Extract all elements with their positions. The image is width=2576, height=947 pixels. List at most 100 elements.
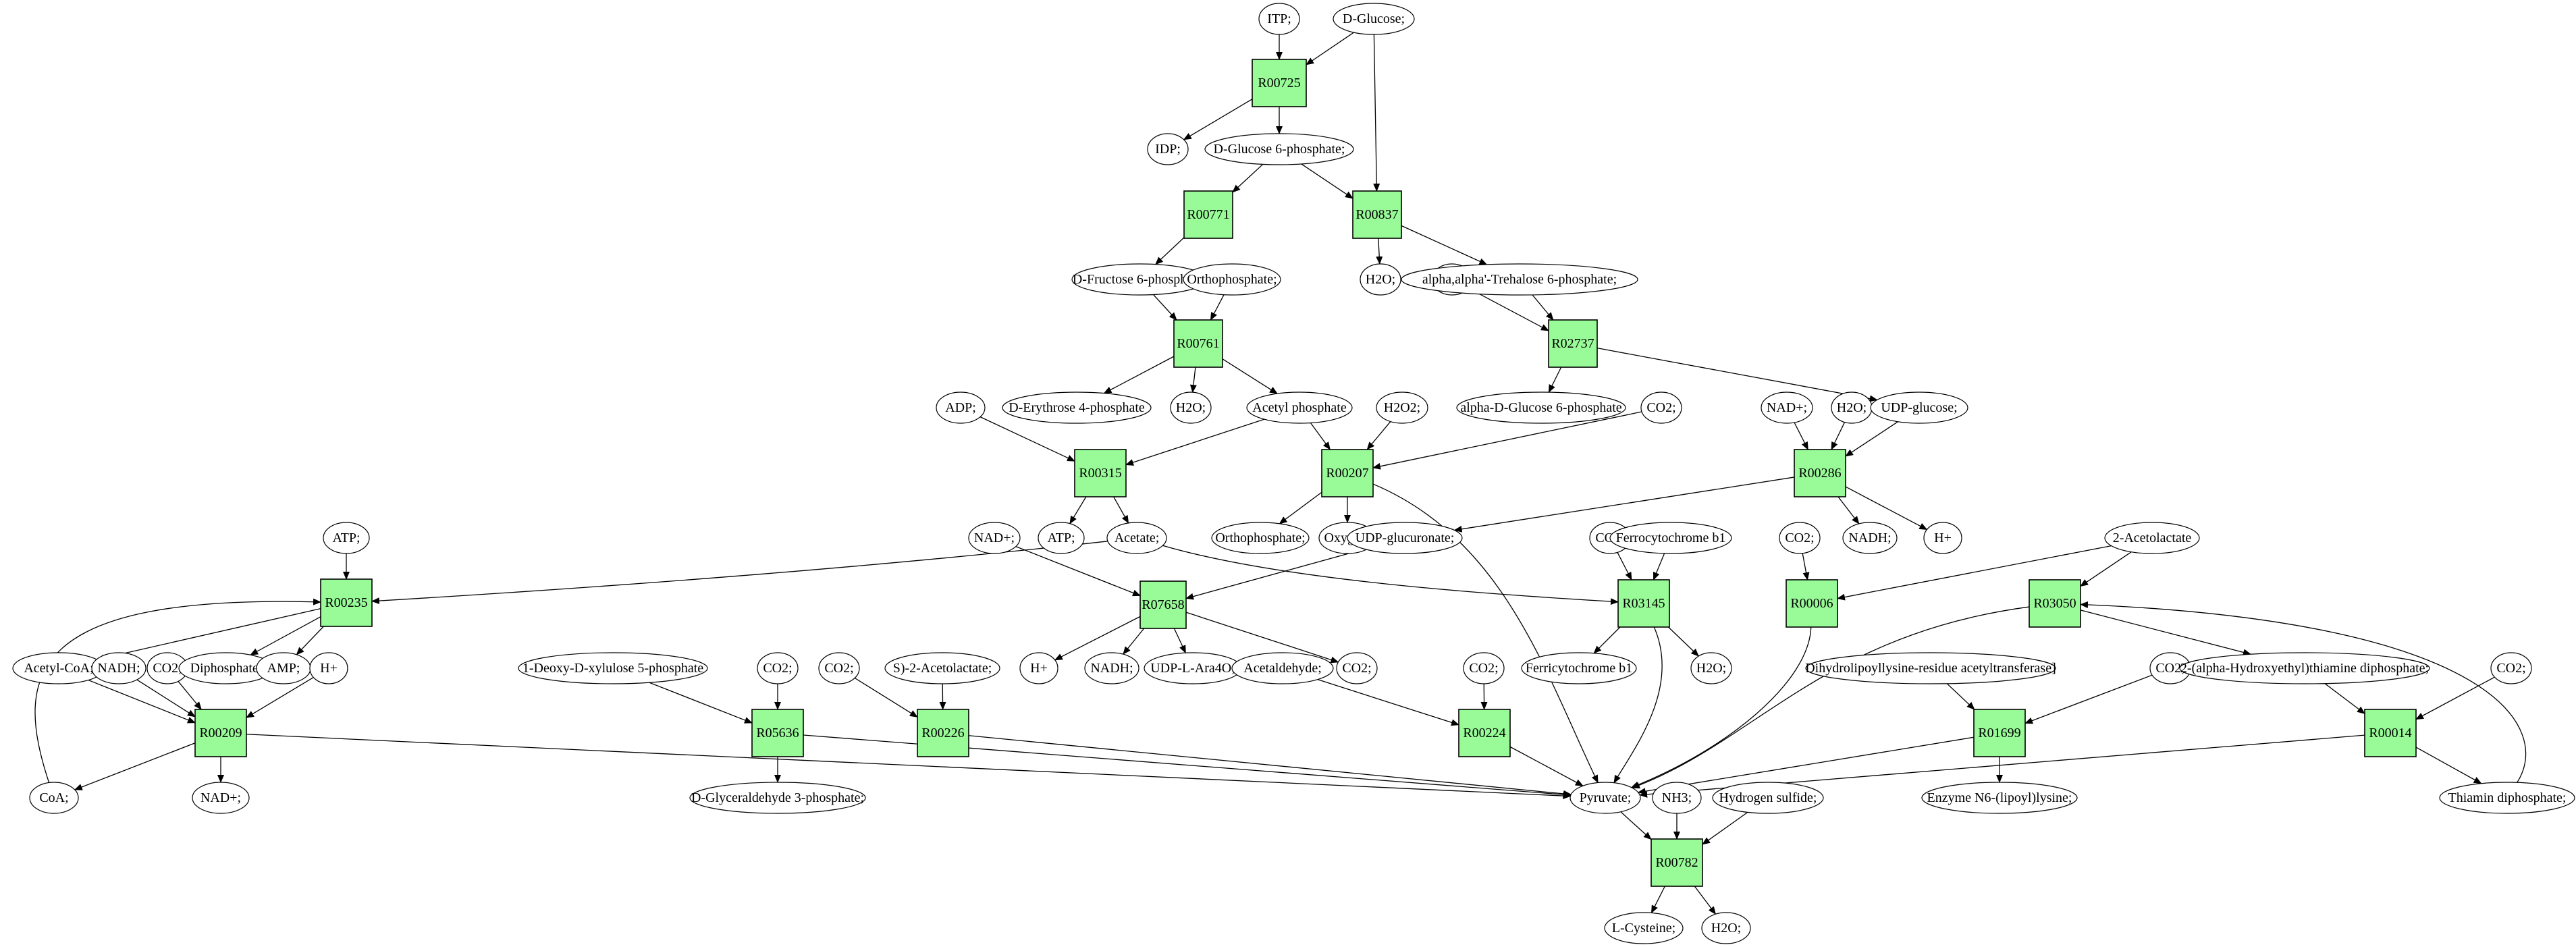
reaction-node-r00224[interactable]: R00224 [1458, 709, 1511, 757]
edge-r03145-to-c_pyruvate [1613, 626, 1663, 784]
node-label: Diphosphate; [190, 661, 263, 676]
compound-node-c_atp_1[interactable]: ATP; [323, 522, 370, 554]
reaction-node-r00286[interactable]: R00286 [1794, 449, 1846, 497]
compound-node-c_idp[interactable]: IDP; [1147, 133, 1189, 165]
compound-node-c_hplus_2[interactable]: H+ [309, 652, 348, 684]
compound-node-c_nadh_1[interactable]: NADH; [1842, 522, 1898, 554]
node-label: CO2; [1785, 531, 1814, 545]
compound-node-c_co2_6[interactable]: CO2; [818, 652, 860, 684]
node-label: NADH; [97, 661, 140, 676]
compound-node-c_pyruvate[interactable]: Pyruvate; [1569, 782, 1641, 814]
compound-node-c_2acetolactate[interactable]: 2-Acetolactate [2104, 522, 2200, 554]
compound-node-c_g6p[interactable]: D-Glucose 6-phosphate; [1204, 133, 1354, 165]
reaction-node-r00014[interactable]: R00014 [2364, 709, 2417, 757]
reaction-node-r00226[interactable]: R00226 [917, 709, 969, 757]
compound-node-c_orthophosphate2[interactable]: Orthophosphate; [1211, 522, 1310, 554]
compound-node-c_h2o2[interactable]: H2O2; [1376, 391, 1428, 424]
compound-node-c_co2_7[interactable]: CO2; [1336, 652, 1378, 684]
reaction-node-r00837[interactable]: R00837 [1352, 190, 1402, 239]
compound-node-c_dihydrolipoyl[interactable]: Dihydrolipoyllysine-residue acetyltransf… [1805, 652, 2056, 684]
compound-ellipse [91, 652, 146, 684]
reaction-node-r01699[interactable]: R01699 [1973, 709, 2026, 757]
reaction-node-r00209[interactable]: R00209 [194, 709, 247, 757]
compound-node-c_h2s[interactable]: Hydrogen sulfide; [1712, 782, 1824, 814]
edge-c_udpglucose-to-r00286 [1845, 421, 1898, 457]
reaction-node-r03050[interactable]: R03050 [2029, 579, 2081, 628]
compound-ellipse [1609, 522, 1732, 554]
reaction-node-r00771[interactable]: R00771 [1183, 190, 1233, 239]
compound-node-c_nadp_2[interactable]: NAD+; [968, 522, 1021, 554]
compound-node-c_amp[interactable]: AMP; [256, 652, 311, 684]
compound-node-c_co2_1[interactable]: CO2; [1640, 391, 1682, 424]
compound-node-c_acetate[interactable]: Acetate; [1106, 522, 1167, 554]
compound-node-c_thiamindp[interactable]: Thiamin diphosphate; [2439, 782, 2575, 814]
compound-node-c_coa[interactable]: CoA; [29, 782, 79, 814]
reaction-node-r00235[interactable]: R00235 [320, 578, 373, 627]
compound-node-c_enzn6lipoyl[interactable]: Enzyme N6-(lipoyl)lysine; [1921, 782, 2078, 814]
compound-ellipse [1246, 391, 1353, 424]
reaction-node-r00761[interactable]: R00761 [1173, 319, 1223, 368]
compound-node-c_co2_4[interactable]: CO2; [146, 652, 188, 684]
reaction-node-r00725[interactable]: R00725 [1252, 59, 1307, 107]
compound-node-c_h2o_1[interactable]: H2O; [1360, 263, 1401, 296]
edge-c_g6p-to-r00837 [1301, 163, 1353, 199]
compound-node-c_h2o_3[interactable]: H2O; [1831, 391, 1873, 424]
compound-ellipse [1333, 3, 1415, 35]
compound-node-c_hplus_3[interactable]: H+ [1019, 652, 1058, 684]
compound-node-c_acetaldehyde[interactable]: Acetaldehyde; [1231, 652, 1334, 684]
compound-node-c_udplara4o[interactable]: UDP-L-Ara4O; [1144, 652, 1242, 684]
compound-node-c_udpglucuronate[interactable]: UDP-glucuronate; [1347, 522, 1463, 554]
compound-node-c_nadp_1[interactable]: NAD+; [1761, 391, 1813, 424]
compound-node-c_trehalose6p[interactable]: alpha,alpha'-Trehalose 6-phosphate; [1401, 263, 1638, 296]
compound-node-c_nadp_3[interactable]: NAD+; [192, 782, 250, 814]
compound-node-c_acetylcoa[interactable]: Acetyl-CoA; [12, 652, 105, 684]
edge-r03050-to-c_pyruvate [1631, 606, 2030, 789]
node-label: D-Glucose 6-phosphate; [1214, 142, 1345, 157]
reaction-node-r02737[interactable]: R02737 [1548, 319, 1598, 368]
compound-node-c_adg6p[interactable]: alpha-D-Glucose 6-phosphate [1456, 391, 1626, 424]
edge-c_2acetolactate-to-r00006 [1837, 545, 2112, 601]
compound-node-c_hplus_1[interactable]: H+ [1923, 522, 1962, 554]
compound-node-c_nadh_3[interactable]: NADH; [1084, 652, 1139, 684]
reaction-node-r00006[interactable]: R00006 [1786, 579, 1838, 628]
compound-node-c_erythrose4p[interactable]: D-Erythrose 4-phosphate [1002, 391, 1152, 424]
reaction-node-r00315[interactable]: R00315 [1074, 449, 1127, 497]
edge-r00782-to-c_h2o_5 [1694, 886, 1717, 915]
reaction-node-r00207[interactable]: R00207 [1321, 449, 1374, 497]
compound-node-c_diphosphate[interactable]: Diphosphate; [178, 652, 274, 684]
compound-node-c_h2o_4[interactable]: H2O; [1690, 652, 1732, 684]
compound-node-c_gap[interactable]: D-Glyceraldehyde 3-phosphate; [689, 782, 866, 814]
reaction-node-r07658[interactable]: R07658 [1139, 580, 1187, 629]
compound-node-c_co2_9[interactable]: CO2; [2149, 652, 2191, 684]
compound-node-c_udpglucose[interactable]: UDP-glucose; [1870, 391, 1968, 424]
compound-node-c_nadh_2[interactable]: NADH; [91, 652, 146, 684]
compound-node-c_lcysteine[interactable]: L-Cysteine; [1604, 912, 1684, 944]
compound-node-c_s2acetolactate[interactable]: S)-2-Acetolactate; [884, 652, 1000, 684]
compound-node-c_h2o_2[interactable]: H2O; [1170, 391, 1212, 424]
reaction-node-r03145[interactable]: R03145 [1617, 579, 1670, 628]
compound-node-c_f6p[interactable]: D-Fructose 6-phosphate; [1071, 263, 1208, 296]
compound-node-c_adp[interactable]: ADP; [936, 391, 986, 424]
compound-node-c_hethtpp[interactable]: 2-(alpha-Hydroxyethyl)thiamine diphospha… [2179, 652, 2430, 684]
compound-node-c_co2_3[interactable]: CO2; [1779, 522, 1821, 554]
compound-node-c_h2o_5[interactable]: H2O; [1701, 912, 1751, 944]
compound-node-c_ferrocyt[interactable]: Ferrocytochrome b1 [1609, 522, 1732, 554]
compound-node-c_itp[interactable]: ITP; [1258, 3, 1300, 35]
compound-node-c_dglucose[interactable]: D-Glucose; [1333, 3, 1415, 35]
edge-r00837-to-c_h2o_1 [1376, 238, 1383, 265]
compound-node-c_deoxyxylulose5p[interactable]: 1-Deoxy-D-xylulose 5-phosphate [518, 652, 708, 684]
compound-node-c_co2_5[interactable]: CO2; [757, 652, 799, 684]
reaction-node-r00782[interactable]: R00782 [1651, 838, 1703, 887]
compound-node-c_nh3[interactable]: NH3; [1652, 782, 1702, 814]
node-label: H+ [320, 661, 338, 676]
compound-node-c_atp_2[interactable]: ATP; [1038, 522, 1085, 554]
compound-node-c_co2_8[interactable]: CO2; [1463, 652, 1505, 684]
compound-ellipse [1106, 522, 1167, 554]
compound-node-c_ferricyt[interactable]: Ferricytochrome b1 [1521, 652, 1637, 684]
node-label: D-Glyceraldehyde 3-phosphate; [691, 790, 864, 805]
compound-node-c_co2_10[interactable]: CO2; [2490, 652, 2532, 684]
compound-ellipse [192, 782, 250, 814]
compound-node-c_orthophosphate1[interactable]: Orthophosphate; [1183, 263, 1281, 296]
compound-node-c_acetylphosphate[interactable]: Acetyl phosphate [1246, 391, 1353, 424]
reaction-node-r05636[interactable]: R05636 [751, 709, 804, 757]
